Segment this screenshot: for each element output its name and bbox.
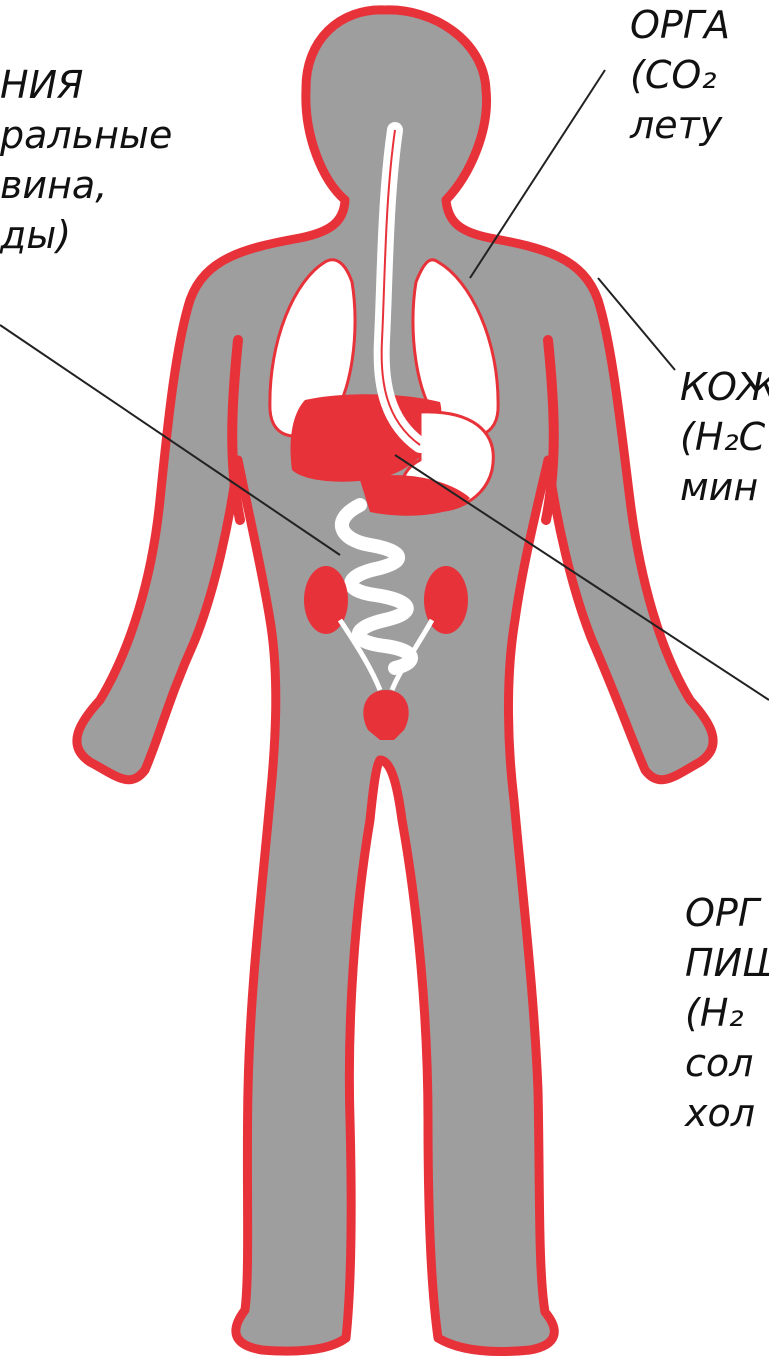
label-kidneys: НИЯ ральные вина, ды) (0, 60, 172, 260)
label-lungs: ОРГА (CO₂ лету (630, 0, 730, 150)
label-skin: КОЖ (H₂C мин (680, 362, 769, 512)
label-digestive: ОРГ ПИЩ (H₂ сол хол (685, 888, 769, 1138)
